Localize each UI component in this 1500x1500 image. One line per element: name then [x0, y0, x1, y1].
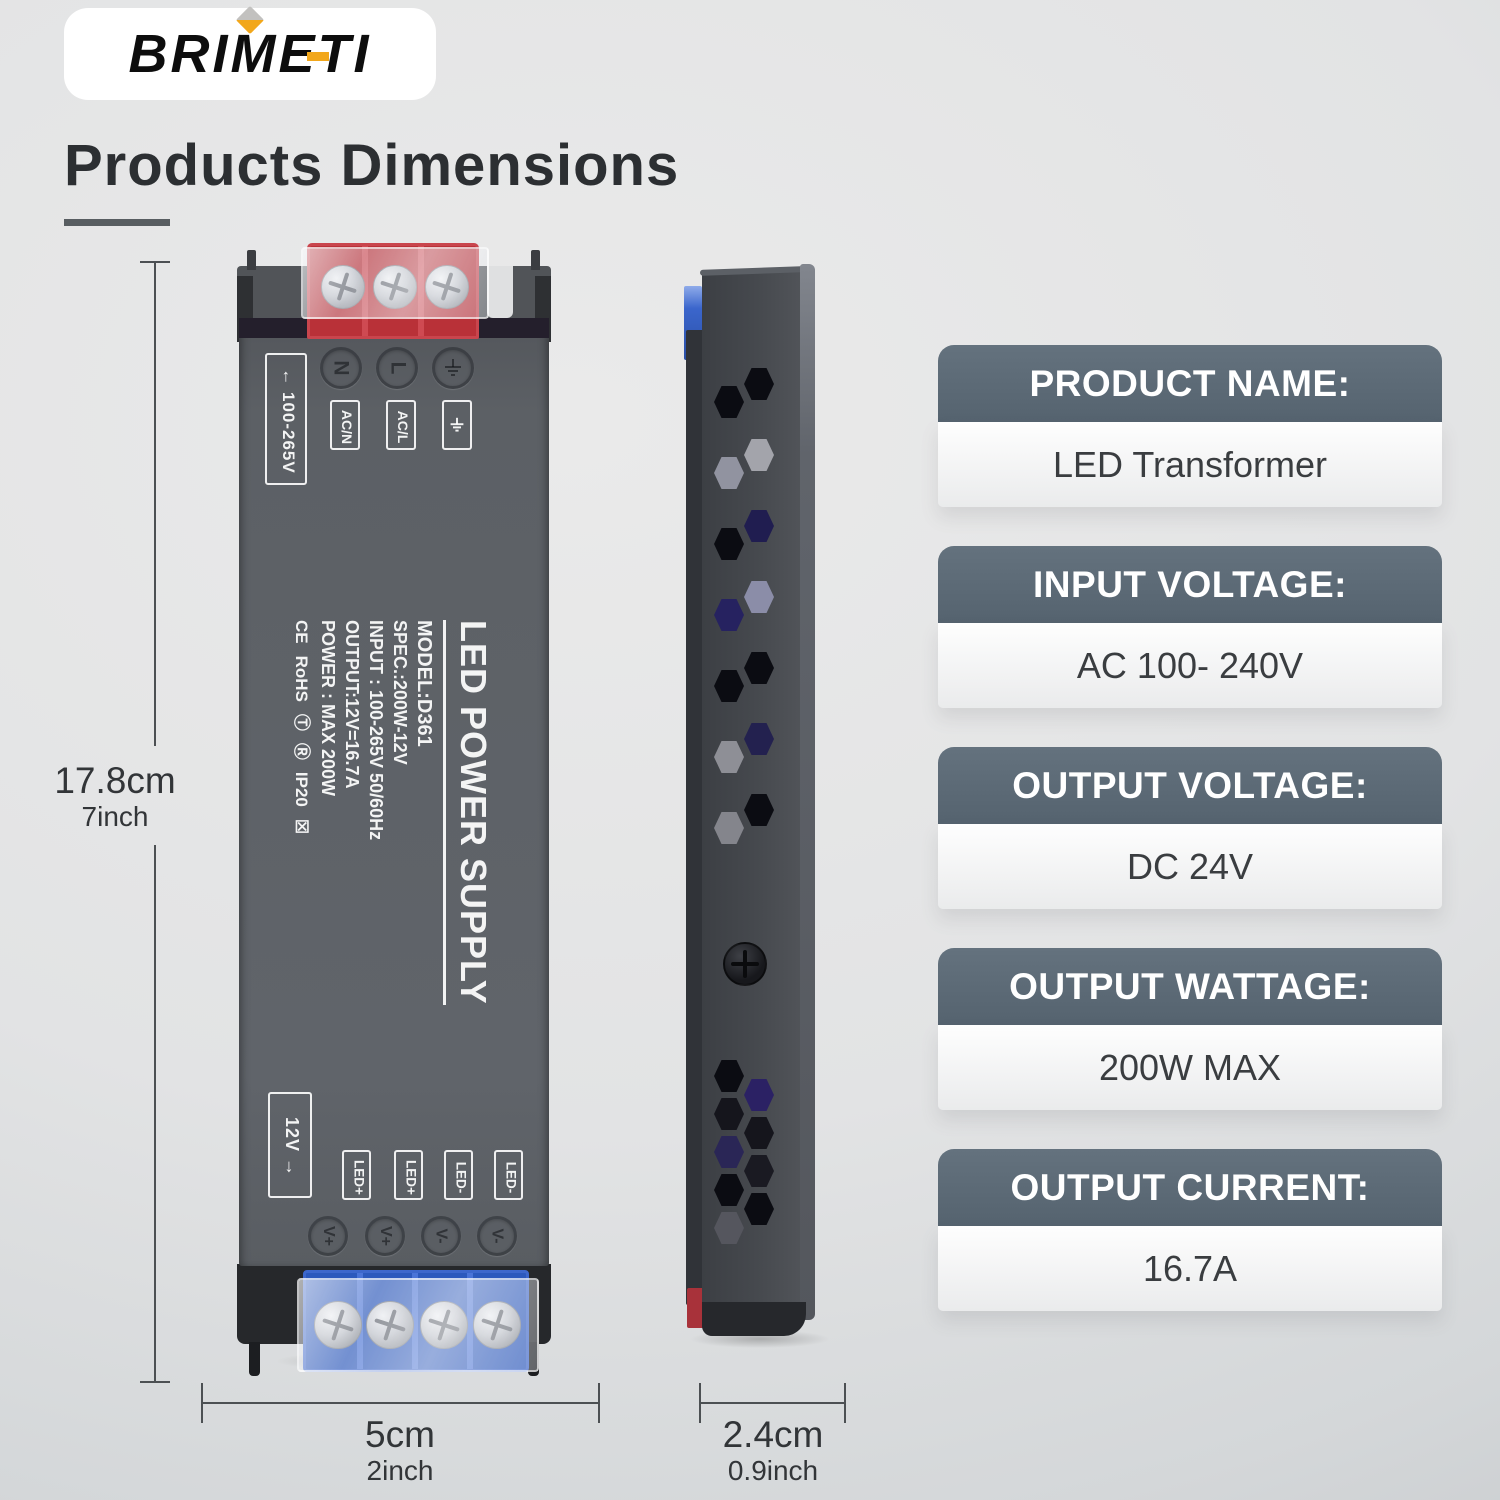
- neutral-mark: N: [320, 347, 362, 389]
- spec-value: AC 100- 240V: [938, 623, 1442, 708]
- depth-dim-line: [700, 1402, 846, 1404]
- v-minus-mark: V-: [477, 1216, 517, 1256]
- depth-dim-tick-right: [844, 1383, 846, 1423]
- output-voltage-box: 12V →: [268, 1092, 312, 1198]
- live-letter: L: [385, 361, 409, 375]
- width-dim-tick-left: [201, 1383, 203, 1423]
- neutral-letter: N: [329, 360, 353, 376]
- title-underline: [64, 219, 170, 226]
- spec-value: LED Transformer: [938, 422, 1442, 507]
- depth-cm: 2.4cm: [722, 1414, 824, 1455]
- v-label: V+: [319, 1225, 337, 1247]
- spec-box-output-wattage: OUTPUT WATTAGE: 200W MAX: [938, 948, 1442, 1110]
- height-cm: 17.8cm: [54, 760, 176, 801]
- terminal-clear-cover: [301, 247, 489, 319]
- ce-mark-icon: CE: [291, 620, 311, 644]
- height-dim-line-top: [154, 262, 156, 746]
- label-power: POWER : MAX 200W: [317, 620, 338, 797]
- height-dim-tick-bottom: [140, 1381, 170, 1383]
- front-foot-tab: [249, 1342, 260, 1376]
- front-mount-tab: [531, 250, 540, 270]
- v-minus-mark: V-: [421, 1216, 461, 1256]
- height-dim-label: 17.8cm 7inch: [25, 760, 205, 833]
- spec-box-output-voltage: OUTPUT VOLTAGE: DC 24V: [938, 747, 1442, 909]
- v-label: V+: [376, 1225, 394, 1247]
- led-terminal-box: LED+: [394, 1150, 423, 1200]
- side-right-flange: [800, 264, 815, 1320]
- spec-label: PRODUCT NAME:: [938, 345, 1442, 422]
- front-plate-notch: [487, 266, 513, 318]
- spec-value: 16.7A: [938, 1226, 1442, 1311]
- output-voltage-label: 12V →: [282, 1116, 303, 1178]
- led-terminal-box: LED-: [444, 1150, 473, 1200]
- label-title: LED POWER SUPPLY: [443, 620, 495, 1005]
- label-spec: SPEC.:200W-12V: [389, 620, 410, 765]
- earth-icon: [445, 359, 461, 376]
- v-label: V-: [489, 1228, 506, 1244]
- spec-label: INPUT VOLTAGE:: [938, 546, 1442, 623]
- label-model: MODEL:D361: [413, 620, 436, 747]
- spec-label: OUTPUT CURRENT:: [938, 1149, 1442, 1226]
- side-bottom-cap: [702, 1302, 806, 1336]
- side-left-wall: [686, 330, 706, 1305]
- ac-n-label: AC/N: [339, 409, 355, 445]
- terminal-clear-cover: [297, 1278, 539, 1372]
- logo-accent-bar: [307, 52, 329, 61]
- front-panel: [239, 318, 549, 1266]
- brand-logo-card: BRIMETI: [64, 5, 436, 100]
- front-mount-tab: [247, 250, 256, 270]
- earth-mark: [432, 347, 474, 389]
- ip-rating: IP20: [291, 771, 311, 807]
- led-label: LED-: [453, 1161, 468, 1193]
- depth-dim-label: 2.4cm 0.9inch: [673, 1414, 873, 1487]
- live-mark: L: [376, 347, 418, 389]
- cert-circle-icon: Ⓡ: [291, 742, 311, 760]
- depth-inch: 0.9inch: [727, 1455, 819, 1487]
- label-output: OUTPUT:12V=16.7A: [341, 620, 362, 789]
- spec-box-output-current: OUTPUT CURRENT: 16.7A: [938, 1149, 1442, 1311]
- side-vent-holes-lower: [714, 1060, 774, 1244]
- led-terminal-box: LED-: [494, 1150, 523, 1200]
- weee-bin-icon: ☒: [291, 818, 311, 835]
- ac-l-label: AC/L: [395, 410, 411, 444]
- led-terminal-box: LED+: [342, 1150, 371, 1200]
- width-inch: 2inch: [366, 1455, 434, 1487]
- label-cert-row: CE RoHS Ⓣ Ⓡ IP20 ☒: [290, 620, 311, 1054]
- height-dim-tick-top: [140, 261, 170, 263]
- height-dim-line-bottom: [154, 845, 156, 1382]
- ac-n-box: AC/N: [330, 400, 360, 450]
- v-plus-mark: V+: [308, 1216, 348, 1256]
- led-label: LED-: [503, 1161, 518, 1193]
- input-range-label: ← 100-265V: [279, 368, 298, 474]
- height-inch: 7inch: [81, 801, 149, 833]
- led-label: LED+: [351, 1159, 366, 1195]
- input-range-box: ← 100-265V: [265, 353, 307, 485]
- spec-label: OUTPUT WATTAGE:: [938, 948, 1442, 1025]
- spec-label: OUTPUT VOLTAGE:: [938, 747, 1442, 824]
- side-case-screw-icon: [723, 942, 767, 986]
- width-dim-line: [202, 1402, 599, 1404]
- label-input: INPUT : 100-265V 50/60Hz: [365, 620, 386, 841]
- rohs-mark: RoHS: [291, 655, 311, 702]
- width-cm: 5cm: [365, 1414, 435, 1455]
- depth-dim-tick-left: [699, 1383, 701, 1423]
- spec-box-product-name: PRODUCT NAME: LED Transformer: [938, 345, 1442, 507]
- spec-box-input-voltage: INPUT VOLTAGE: AC 100- 240V: [938, 546, 1442, 708]
- earth-icon: [450, 417, 464, 432]
- side-vent-holes-upper: [714, 368, 774, 844]
- earth-box: [442, 400, 472, 450]
- page-title: Products Dimensions: [64, 133, 680, 198]
- cert-circle-icon: Ⓣ: [291, 713, 311, 731]
- spec-value: 200W MAX: [938, 1025, 1442, 1110]
- ac-l-box: AC/L: [386, 400, 416, 450]
- width-dim-label: 5cm 2inch: [300, 1414, 500, 1487]
- width-dim-tick-right: [598, 1383, 600, 1423]
- v-plus-mark: V+: [365, 1216, 405, 1256]
- product-label: LED POWER SUPPLY MODEL:D361 SPEC.:200W-1…: [292, 620, 495, 1054]
- led-label: LED+: [403, 1159, 418, 1195]
- v-label: V-: [433, 1228, 450, 1244]
- spec-value: DC 24V: [938, 824, 1442, 909]
